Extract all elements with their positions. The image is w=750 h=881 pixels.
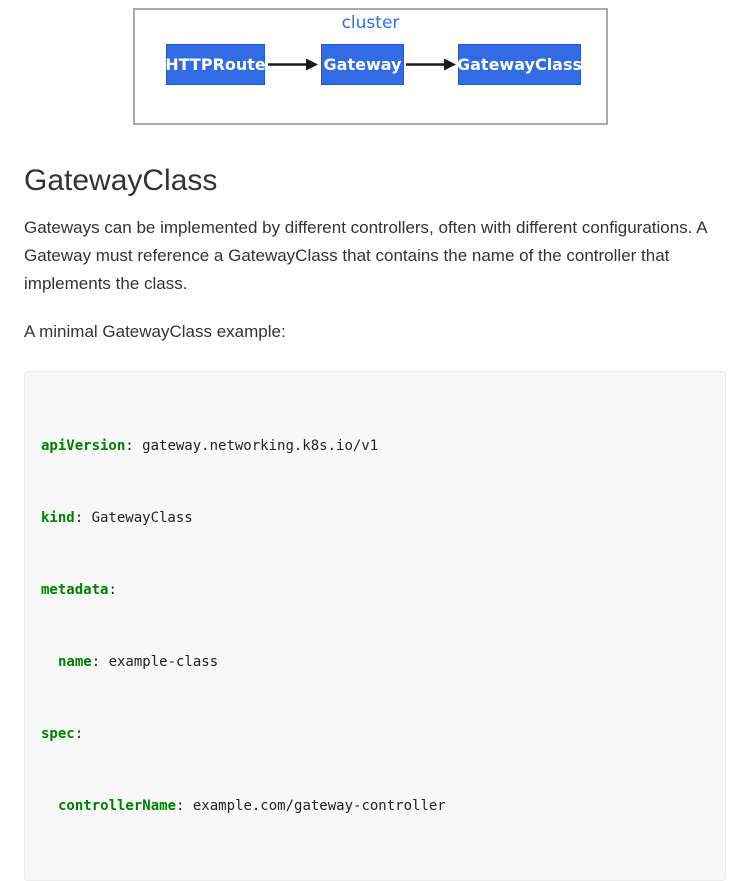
code-line: controllerName: example.com/gateway-cont… [41, 794, 709, 818]
node-httproute: HTTPRoute [165, 44, 266, 85]
yaml-value: : GatewayClass [74, 510, 193, 526]
cluster-label: cluster [341, 13, 400, 33]
yaml-code-block: apiVersion: gateway.networking.k8s.io/v1… [24, 371, 726, 881]
node-gateway-label: Gateway [323, 55, 402, 74]
node-gatewayclass-label: GatewayClass [457, 55, 583, 74]
node-gateway: Gateway [321, 44, 404, 85]
code-line: name: example-class [41, 650, 709, 674]
code-line: metadata: [41, 578, 709, 602]
doc-content: GatewayClass Gateways can be implemented… [0, 163, 750, 881]
yaml-value: : example.com/gateway-controller [176, 798, 446, 814]
yaml-key: spec [41, 726, 75, 742]
yaml-value: : gateway.networking.k8s.io/v1 [125, 438, 379, 454]
intro-paragraph: Gateways can be implemented by different… [24, 218, 707, 293]
yaml-value: : [74, 726, 84, 742]
node-httproute-label: HTTPRoute [165, 55, 266, 74]
yaml-value: : example-class [91, 654, 219, 670]
arrow-right-icon [268, 58, 318, 71]
code-line: apiVersion: gateway.networking.k8s.io/v1 [41, 434, 709, 458]
cluster-diagram: cluster HTTPRoute Gateway GatewayClass [133, 8, 608, 125]
code-line: kind: GatewayClass [41, 506, 709, 530]
page-title: GatewayClass [24, 164, 218, 197]
yaml-key: apiVersion [41, 438, 126, 454]
arrow-right-icon [406, 58, 456, 71]
yaml-key: kind [41, 510, 75, 526]
yaml-key: name [58, 654, 92, 670]
code-line: spec: [41, 722, 709, 746]
node-gatewayclass: GatewayClass [457, 44, 583, 85]
example-lead-paragraph: A minimal GatewayClass example: [24, 322, 286, 341]
yaml-key: controllerName [58, 798, 177, 814]
yaml-value: : [108, 582, 117, 598]
yaml-key: metadata [41, 582, 109, 598]
